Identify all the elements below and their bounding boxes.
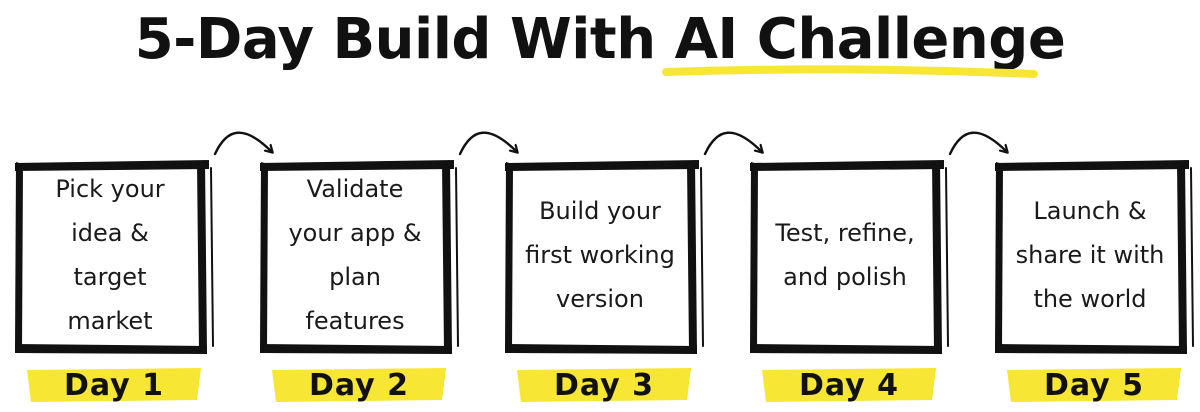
step-1-border-top [15, 160, 209, 171]
step-1-text: Pick your idea & target market [20, 165, 200, 345]
day-3-label: Day 3 [553, 367, 655, 403]
title-highlight-text: AI Challenge [674, 7, 1066, 72]
step-5-border-top [995, 160, 1189, 171]
step-2-label: Validate your app & plan features [288, 175, 422, 335]
title-text: 5-Day Build With [134, 7, 675, 72]
step-2-border-top [260, 160, 454, 171]
day-2-highlight [272, 368, 446, 402]
step-3-border-top [505, 160, 699, 171]
step-4-box [750, 160, 949, 354]
step-3-box [505, 160, 704, 354]
day-2-label: Day 2 [308, 367, 410, 403]
title-underline-path [662, 65, 1038, 78]
step-3-label: Build your first working version [525, 197, 675, 313]
step-5-border-bottom [995, 344, 1187, 354]
title-underline-stroke [662, 65, 1038, 78]
step-1-border-sketch [210, 167, 214, 347]
step-1-border-left [15, 162, 23, 352]
step-2-border-sketch [455, 167, 459, 347]
day-5-label: Day 5 [1043, 367, 1145, 403]
step-5-box [995, 160, 1194, 354]
step-4-border-sketch [945, 167, 949, 347]
step-1-border-bottom [15, 344, 207, 354]
step-5-border-left [995, 162, 1003, 352]
step-4-border-top [750, 160, 944, 171]
step-4-label: Test, refine, and polish [775, 219, 915, 291]
step-1-box [15, 160, 214, 354]
step-3-border-left [505, 162, 513, 352]
step-3-border-right [687, 160, 697, 353]
step-3-text: Build your first working version [510, 165, 690, 345]
day-4-label: Day 4 [798, 367, 900, 403]
step-5-label: Launch & share it with the world [1015, 197, 1165, 313]
step-3-border-sketch [700, 167, 704, 347]
step-5-text: Launch & share it with the world [1000, 165, 1180, 345]
step-1-label: Pick your idea & target market [55, 175, 165, 335]
connector-arrow-4-5-icon [948, 131, 1007, 156]
step-5-border-right [1177, 160, 1187, 353]
day-3-highlight [517, 368, 691, 402]
step-3-border-bottom [505, 344, 697, 354]
connector-arrow-2-3-icon [458, 131, 517, 156]
day-4-highlight [762, 368, 936, 402]
page-title: 5-Day Build With AI Challenge [0, 2, 1200, 78]
connector-arrow-3-4-icon [703, 131, 762, 156]
step-4-text: Test, refine, and polish [755, 165, 935, 345]
connector-arrow-1-2-icon [213, 131, 272, 156]
step-2-border-left [260, 162, 268, 352]
step-4-border-right [932, 160, 942, 353]
step-5-border-sketch [1190, 167, 1194, 347]
step-1-border-right [197, 160, 207, 353]
step-4-border-left [750, 162, 758, 352]
day-5-highlight [1007, 368, 1181, 402]
step-2-box [260, 160, 459, 354]
day-1-highlight [27, 368, 201, 402]
step-2-border-bottom [260, 344, 452, 354]
day-1-label: Day 1 [63, 367, 165, 403]
step-2-border-right [442, 160, 452, 353]
step-4-border-bottom [750, 344, 942, 354]
step-2-text: Validate your app & plan features [265, 165, 445, 345]
